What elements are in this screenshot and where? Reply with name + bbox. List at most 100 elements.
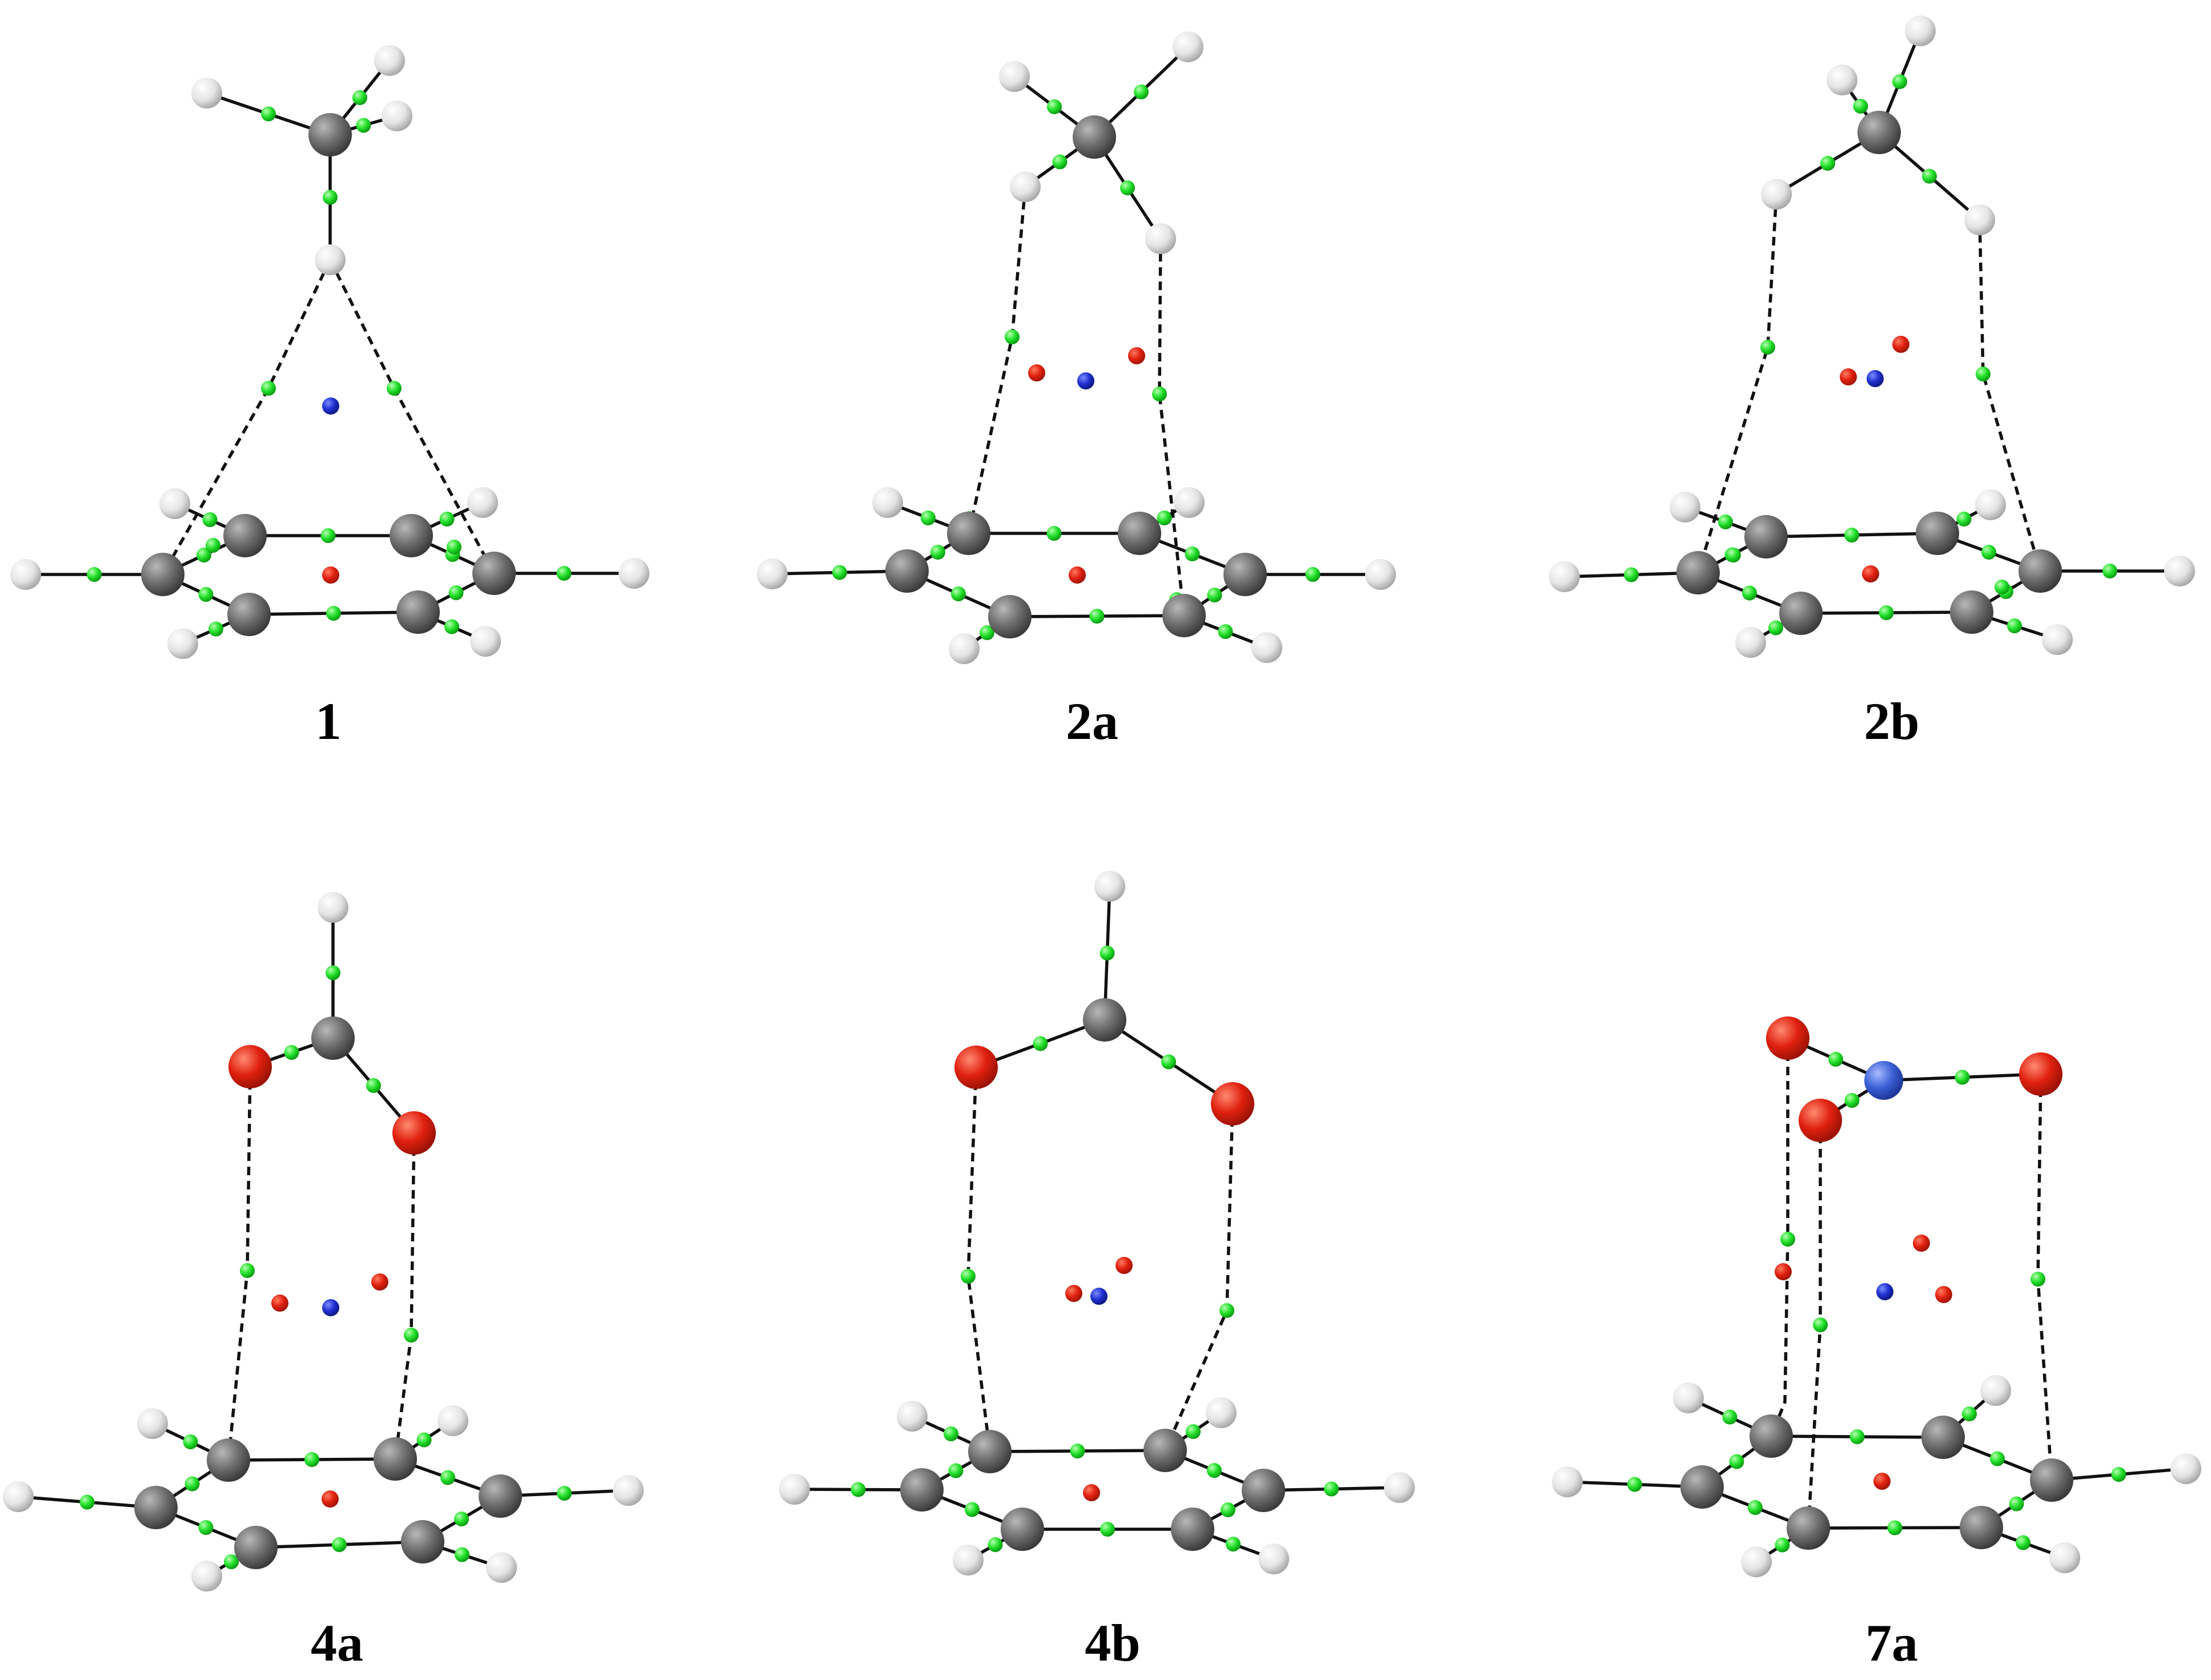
- atom-h: [1094, 871, 1125, 902]
- atom-c: [1787, 1506, 1830, 1550]
- ring-critical-point: [371, 1273, 388, 1291]
- atom-n: [1864, 1061, 1903, 1100]
- bond-critical-point: [1922, 168, 1937, 184]
- molecule-7a: [1552, 1016, 2201, 1577]
- atom-h: [953, 1545, 984, 1575]
- ring-critical-point: [1128, 347, 1145, 364]
- bond-critical-point: [1305, 567, 1321, 582]
- ring-critical-point: [1083, 1484, 1100, 1501]
- noncovalent-contact: [967, 186, 1027, 534]
- critical-point-layer: [1775, 1235, 1952, 1490]
- bond-critical-point: [1207, 1463, 1222, 1478]
- bcp-layer: [79, 965, 572, 1569]
- bond-critical-point: [1722, 1409, 1737, 1425]
- atom-h: [137, 1408, 168, 1439]
- atom-h: [318, 892, 348, 923]
- noncovalent-contact: [161, 259, 332, 576]
- ring-critical-point: [1065, 1285, 1082, 1302]
- atom-h: [159, 488, 190, 519]
- atom-h: [1670, 492, 1700, 523]
- bond-critical-point: [1157, 511, 1172, 525]
- bond-critical-point: [1748, 1500, 1763, 1515]
- bond-critical-point: [198, 1520, 214, 1535]
- bond-critical-point: [326, 606, 341, 621]
- bond-critical-point: [206, 538, 220, 553]
- atom-o: [1766, 1016, 1809, 1060]
- atom-h: [2042, 624, 2073, 655]
- noncovalent-contact: [1158, 238, 1186, 616]
- bond-critical-point: [261, 381, 276, 396]
- bond-critical-point: [1962, 1406, 1977, 1421]
- bond-critical-point: [1853, 99, 1868, 114]
- noncovalent-contact: [1978, 219, 2042, 572]
- ring-critical-point: [1862, 565, 1879, 582]
- ring-critical-point: [1069, 566, 1086, 584]
- atom-h: [1552, 1466, 1583, 1497]
- cage-critical-point: [1867, 370, 1884, 387]
- atom-o: [228, 1045, 272, 1088]
- atom-h: [315, 244, 346, 275]
- bond-critical-point: [944, 1426, 958, 1441]
- atom-c: [227, 593, 271, 636]
- atom-h: [757, 558, 788, 589]
- atom-h: [949, 633, 980, 664]
- atom-c: [223, 514, 267, 557]
- bond-critical-point: [1219, 1303, 1234, 1318]
- atom-h: [486, 1552, 517, 1583]
- atom-c: [2030, 1458, 2073, 1502]
- bond-critical-point: [240, 1263, 255, 1278]
- bond-critical-point: [184, 1476, 200, 1492]
- label-4b: 4b: [1085, 1614, 1140, 1672]
- bond-critical-point: [196, 548, 211, 562]
- atom-c: [207, 1438, 250, 1482]
- atom-c: [141, 553, 184, 596]
- atom-c: [390, 514, 433, 557]
- ring-critical-point: [1115, 1257, 1133, 1274]
- bond-critical-point: [850, 1482, 866, 1497]
- cage-critical-point: [322, 1299, 339, 1316]
- molecule-1: [10, 45, 649, 659]
- atom-c: [1162, 594, 1206, 637]
- bond-critical-point: [1879, 605, 1894, 620]
- atom-c: [988, 595, 1032, 638]
- bond-critical-point: [1221, 1502, 1235, 1517]
- bond-critical-point: [455, 1547, 470, 1562]
- atom-h: [872, 487, 903, 518]
- atom-o: [392, 1111, 436, 1155]
- bond-critical-point: [1955, 1070, 1970, 1085]
- cage-critical-point: [322, 397, 339, 415]
- bond-critical-point: [439, 512, 455, 526]
- atom-h: [470, 626, 501, 657]
- bond-critical-point: [1729, 1454, 1744, 1469]
- atom-h: [1145, 223, 1176, 254]
- bond-critical-point: [1981, 545, 1996, 560]
- bond-critical-point: [323, 190, 338, 205]
- bond-critical-point: [1813, 1317, 1828, 1332]
- bond-critical-point: [304, 1452, 319, 1467]
- atom-c: [2019, 549, 2062, 593]
- atom-c: [134, 1486, 178, 1529]
- bond-critical-point: [261, 106, 276, 122]
- atom-c: [1118, 512, 1161, 555]
- cage-critical-point: [1077, 372, 1094, 389]
- bond-critical-point: [1849, 1429, 1865, 1444]
- bcp-layer: [1627, 1052, 2126, 1553]
- atom-h: [1258, 1544, 1289, 1574]
- atom-layer: [1549, 15, 2195, 658]
- atom-c: [1223, 553, 1267, 596]
- atom-c: [1676, 551, 1720, 594]
- atom-h: [1741, 1546, 1772, 1577]
- atom-c: [311, 1016, 355, 1060]
- atom-c: [900, 1468, 944, 1512]
- bond-critical-point: [2102, 564, 2117, 578]
- atom-h: [2170, 1453, 2201, 1484]
- bond-critical-point: [284, 1045, 299, 1060]
- bond-critical-point: [2009, 1496, 2024, 1512]
- bond-critical-point: [965, 1502, 980, 1517]
- atom-o: [1799, 1099, 1842, 1142]
- bond-critical-point: [921, 511, 936, 525]
- bond-critical-point: [1780, 1232, 1795, 1247]
- atom-o: [954, 1046, 998, 1089]
- bond-critical-point: [1052, 154, 1068, 170]
